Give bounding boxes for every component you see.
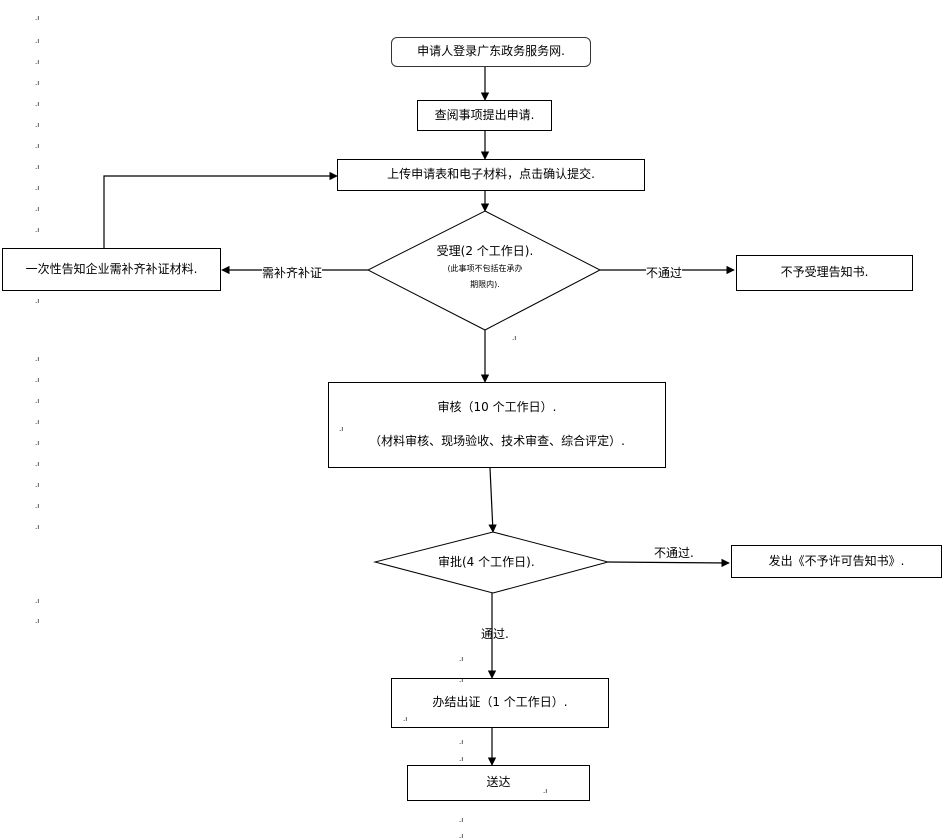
paragraph-mark: .ı	[35, 142, 40, 150]
node-upload: 上传申请表和电子材料，点击确认提交.	[337, 159, 645, 191]
decision-accept-diamond	[366, 210, 602, 331]
arrow-review-to-approve	[488, 467, 497, 533]
paragraph-mark: .ı	[339, 425, 344, 433]
node-consult: 查阅事项提出申请.	[417, 100, 552, 131]
paragraph-mark: .ı	[35, 79, 40, 87]
paragraph-mark: .ı	[403, 715, 408, 723]
node-reject-acceptance: 不予受理告知书.	[736, 255, 913, 291]
edge-label-not-pass-approve: 不通过.	[654, 546, 694, 560]
paragraph-mark: .ı	[35, 481, 40, 489]
arrow-notify-to-upload	[103, 171, 338, 248]
paragraph-mark: .ı	[35, 397, 40, 405]
paragraph-mark: .ı	[35, 121, 40, 129]
paragraph-mark: .ı	[35, 58, 40, 66]
paragraph-mark: .ı	[35, 617, 40, 625]
paragraph-mark: .ı	[35, 37, 40, 45]
paragraph-mark: .ı	[35, 297, 40, 305]
paragraph-mark: .ı	[459, 832, 464, 840]
paragraph-mark: .ı	[459, 816, 464, 824]
node-deliver: 送达	[407, 765, 590, 801]
paragraph-mark: .ı	[35, 376, 40, 384]
paragraph-mark: .ı	[35, 163, 40, 171]
paragraph-mark: .ı	[35, 205, 40, 213]
paragraph-mark: .ı	[459, 655, 464, 663]
edge-label-need-supplement: 需补齐补证	[262, 266, 323, 280]
arrow-approve-to-reject	[607, 558, 730, 568]
edge-label-not-pass-accept: 不通过	[646, 266, 683, 280]
paragraph-mark: .ı	[35, 439, 40, 447]
paragraph-mark: .ı	[459, 738, 464, 746]
paragraph-mark: .ı	[35, 418, 40, 426]
paragraph-mark: .ı	[35, 523, 40, 531]
paragraph-mark: .ı	[35, 226, 40, 234]
node-login: 申请人登录广东政务服务网.	[391, 37, 591, 67]
paragraph-mark: .ı	[459, 755, 464, 763]
decision-accept-text: 受理(2 个工作日). (此事项不包括在承办 期限内).	[395, 244, 575, 290]
paragraph-mark: .ı	[543, 787, 548, 795]
node-notify-supplement: 一次性告知企业需补齐补证材料.	[2, 248, 221, 291]
node-reject-permit: 发出《不予许可告知书》.	[731, 545, 942, 578]
paragraph-mark: .ı	[35, 355, 40, 363]
edge-label-pass: 通过.	[481, 627, 509, 641]
decision-approve-text: 审批(4 个工作日).	[438, 555, 535, 569]
decision-approve-diamond	[373, 531, 610, 594]
accept-note-line1: (此事项不包括在承办	[447, 264, 523, 273]
paragraph-mark: .ı	[35, 184, 40, 192]
accept-title: 受理(2 个工作日).	[436, 244, 534, 258]
paragraph-mark: .ı	[35, 14, 40, 22]
paragraph-mark: .ı	[35, 100, 40, 108]
paragraph-mark: .ı	[512, 334, 517, 342]
paragraph-mark: .ı	[35, 597, 40, 605]
review-title: 审核（10 个工作日）.	[437, 400, 557, 415]
node-certificate: 办结出证（1 个工作日）.	[391, 678, 609, 728]
node-review: 审核（10 个工作日）. （材料审核、现场验收、技术审查、综合评定）.	[328, 382, 666, 468]
paragraph-mark: .ı	[35, 502, 40, 510]
paragraph-mark: .ı	[35, 460, 40, 468]
paragraph-mark: .ı	[459, 676, 464, 684]
review-detail: （材料审核、现场验收、技术审查、综合评定）.	[369, 434, 625, 448]
accept-note-line2: 期限内).	[470, 280, 500, 289]
